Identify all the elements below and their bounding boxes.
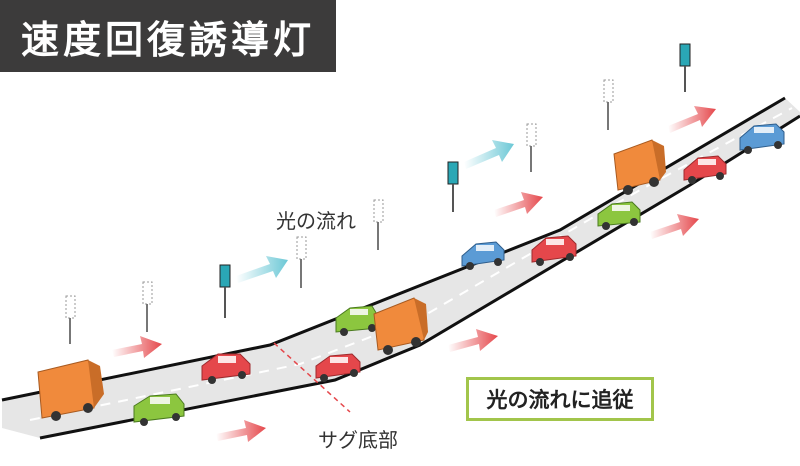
car-red <box>315 353 361 382</box>
sag-bottom-label: サグ底部 <box>318 428 398 452</box>
lamp-post <box>65 295 76 344</box>
light-flow-arrow-icon <box>464 140 514 169</box>
car-red <box>683 155 727 184</box>
car-green <box>335 305 379 336</box>
truck <box>613 139 666 195</box>
lamp-post-lit <box>447 161 459 212</box>
traffic-arrow-icon <box>650 214 699 239</box>
lamp-post <box>142 281 153 332</box>
title-banner: 速度回復誘導灯 <box>0 0 336 72</box>
lamp-post <box>603 79 614 130</box>
lamp-post <box>526 123 537 172</box>
car-blue <box>461 241 505 270</box>
car-green <box>597 201 641 230</box>
truck <box>37 359 104 421</box>
car-red <box>201 353 251 384</box>
lamp-post <box>296 236 307 288</box>
traffic-arrow-icon <box>216 420 266 442</box>
road <box>1 96 800 440</box>
traffic-arrow-icon <box>668 106 716 133</box>
follow-light-label: 光の流れに追従 <box>486 388 634 412</box>
traffic-arrow-icon <box>112 336 162 358</box>
page-title: 速度回復誘導灯 <box>20 17 315 62</box>
car-green <box>133 393 185 426</box>
follow-light-box: 光の流れに追従 <box>466 377 654 421</box>
traffic-arrow-icon <box>448 329 498 352</box>
car-blue <box>739 123 785 154</box>
sag-bottom-line <box>273 342 351 413</box>
traffic-arrow-icon <box>494 192 543 217</box>
lamp-post-lit <box>679 43 691 92</box>
light-flow-label: 光の流れ <box>276 209 356 233</box>
truck <box>373 297 428 355</box>
car-red <box>531 235 577 266</box>
light-flow-arrow-icon <box>236 256 288 283</box>
lamp-post <box>373 199 384 250</box>
lamp-post-lit <box>219 264 231 318</box>
